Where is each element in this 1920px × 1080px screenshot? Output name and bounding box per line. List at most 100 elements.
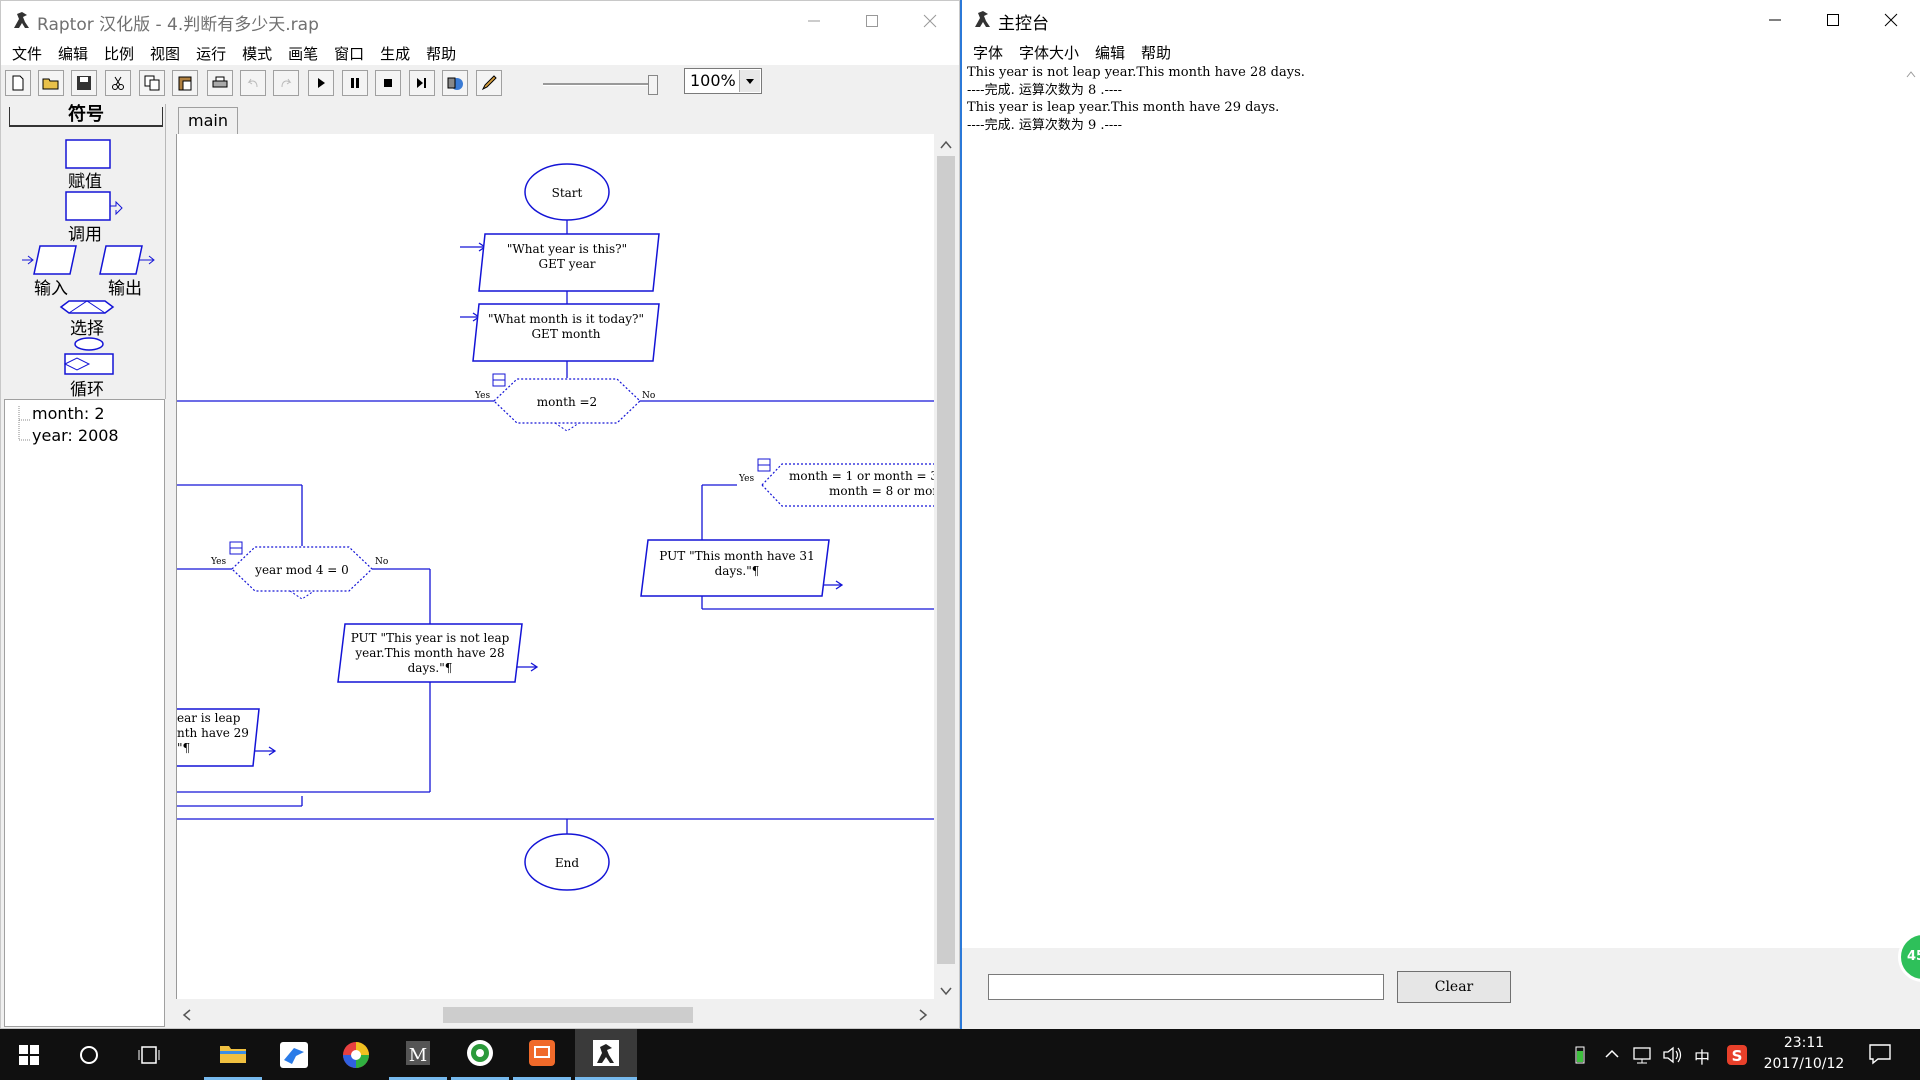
input-year-box[interactable] xyxy=(478,233,660,292)
test-server-button[interactable] xyxy=(442,70,468,96)
speed-slider-thumb[interactable] xyxy=(648,75,658,95)
variable-month[interactable]: month: 2 xyxy=(32,404,105,423)
copy-button[interactable] xyxy=(139,70,165,96)
output-symbol-icon[interactable] xyxy=(98,244,158,278)
vertical-scroll-thumb[interactable] xyxy=(937,156,955,964)
floating-speed-badge[interactable]: 45 xyxy=(1898,932,1920,982)
notification-icon[interactable] xyxy=(1868,1043,1892,1065)
start-button[interactable] xyxy=(0,1029,58,1080)
taskbar-green-app[interactable] xyxy=(451,1029,509,1080)
start-terminal[interactable] xyxy=(524,163,610,221)
open-button[interactable] xyxy=(38,70,64,96)
ime-indicator[interactable]: 中 xyxy=(1694,1048,1711,1067)
close-button[interactable] xyxy=(1862,0,1920,40)
redo-button[interactable] xyxy=(273,70,299,96)
decision-year-mod-4[interactable] xyxy=(231,546,373,592)
run-button[interactable] xyxy=(308,70,334,96)
cortana-search-button[interactable] xyxy=(60,1029,118,1080)
scroll-left-icon[interactable] xyxy=(182,1009,192,1021)
raptor-titlebar[interactable]: Raptor 汉化版 - 4.判断有多少天.rap xyxy=(1,1,959,41)
taskbar-file-explorer[interactable] xyxy=(204,1029,262,1080)
chevron-up-icon[interactable] xyxy=(1604,1047,1620,1061)
zoom-dropdown-button[interactable] xyxy=(739,70,760,92)
taskbar-feishu[interactable] xyxy=(265,1029,323,1080)
canvas-horizontal-scrollbar[interactable] xyxy=(176,1001,934,1027)
variables-panel: month: 2 year: 2008 xyxy=(4,399,165,1027)
selection-symbol-icon[interactable] xyxy=(59,297,115,323)
menu-edit[interactable]: 编辑 xyxy=(1095,43,1126,62)
new-button[interactable] xyxy=(5,70,31,96)
assign-symbol-icon[interactable] xyxy=(64,138,112,170)
end-terminal[interactable] xyxy=(524,833,610,891)
task-view-button[interactable] xyxy=(120,1029,178,1080)
minimize-button[interactable] xyxy=(1746,0,1804,40)
output-28-days-box[interactable] xyxy=(337,623,523,683)
yes-label: Yes xyxy=(738,474,754,484)
loop-symbol-icon[interactable] xyxy=(59,336,119,378)
yes-label: Yes xyxy=(210,557,226,567)
pause-button[interactable] xyxy=(342,70,368,96)
zoom-select[interactable]: 100% xyxy=(684,68,762,94)
speed-slider[interactable] xyxy=(531,73,671,95)
menu-mode[interactable]: 模式 xyxy=(242,44,273,63)
taskbar-raptor[interactable] xyxy=(575,1029,637,1080)
system-clock[interactable]: 23:11 2017/10/12 xyxy=(1760,1033,1848,1075)
input-month-box[interactable] xyxy=(472,303,660,362)
maximize-button[interactable] xyxy=(843,1,901,41)
menu-help[interactable]: 帮助 xyxy=(426,44,457,63)
console-output[interactable]: This year is not leap year.This month ha… xyxy=(967,64,1305,134)
output-29-days-box[interactable] xyxy=(177,708,260,767)
menu-font[interactable]: 字体 xyxy=(973,43,1004,62)
menu-pen[interactable]: 画笔 xyxy=(288,44,319,63)
scroll-right-icon[interactable] xyxy=(918,1009,928,1021)
minimize-button[interactable] xyxy=(785,1,843,41)
pen-button[interactable] xyxy=(476,70,502,96)
menu-file[interactable]: 文件 xyxy=(12,44,43,63)
windows-logo-icon xyxy=(19,1044,39,1065)
console-titlebar[interactable]: 主控台 xyxy=(962,0,1920,40)
menu-generate[interactable]: 生成 xyxy=(380,44,411,63)
close-button[interactable] xyxy=(901,1,959,41)
scroll-down-icon[interactable] xyxy=(940,986,952,996)
decision-month-2[interactable] xyxy=(493,378,641,424)
console-menubar: 字体 字体大小 编辑 帮助 xyxy=(962,40,1920,64)
clear-button[interactable]: Clear xyxy=(1397,971,1511,1003)
console-scrollbar[interactable] xyxy=(1902,64,1920,948)
sogou-input-icon[interactable]: S xyxy=(1726,1044,1748,1066)
canvas-vertical-scrollbar[interactable] xyxy=(934,134,958,1004)
input-month-get: GET month xyxy=(531,327,600,341)
menu-window[interactable]: 窗口 xyxy=(334,44,365,63)
tab-main[interactable]: main xyxy=(178,107,238,134)
cut-button[interactable] xyxy=(105,70,131,96)
print-button[interactable] xyxy=(207,70,233,96)
taskbar-color-app[interactable] xyxy=(327,1029,385,1080)
call-symbol-label: 调用 xyxy=(68,225,102,245)
flowchart-canvas[interactable]: Start "What year is this?" GET year "Wha… xyxy=(176,134,935,999)
stop-button[interactable] xyxy=(375,70,401,96)
console-command-input[interactable] xyxy=(988,974,1384,1000)
network-icon[interactable] xyxy=(1632,1045,1654,1065)
paste-button[interactable] xyxy=(172,70,198,96)
volume-icon[interactable] xyxy=(1662,1045,1684,1065)
maximize-button[interactable] xyxy=(1804,0,1862,40)
call-symbol-icon[interactable] xyxy=(64,190,128,222)
decision-long-months-l2: month = 8 or mont xyxy=(829,484,935,498)
step-button[interactable] xyxy=(409,70,435,96)
horizontal-scroll-thumb[interactable] xyxy=(443,1007,693,1023)
output-31-days-box[interactable] xyxy=(640,539,830,597)
decision-long-months[interactable] xyxy=(761,463,935,507)
taskbar-powerpoint[interactable] xyxy=(513,1029,571,1080)
menu-edit[interactable]: 编辑 xyxy=(58,44,89,63)
scroll-up-icon[interactable] xyxy=(940,140,952,150)
input-symbol-icon[interactable] xyxy=(20,244,80,278)
variable-year[interactable]: year: 2008 xyxy=(32,426,119,445)
undo-button[interactable] xyxy=(240,70,266,96)
menu-font-size[interactable]: 字体大小 xyxy=(1019,43,1080,62)
menu-help[interactable]: 帮助 xyxy=(1141,43,1172,62)
taskbar-m-app[interactable]: M xyxy=(389,1029,447,1080)
menu-scale[interactable]: 比例 xyxy=(104,44,135,63)
menu-run[interactable]: 运行 xyxy=(196,44,227,63)
menu-view[interactable]: 视图 xyxy=(150,44,181,63)
scroll-up-icon[interactable] xyxy=(1906,70,1916,78)
save-button[interactable] xyxy=(71,70,97,96)
